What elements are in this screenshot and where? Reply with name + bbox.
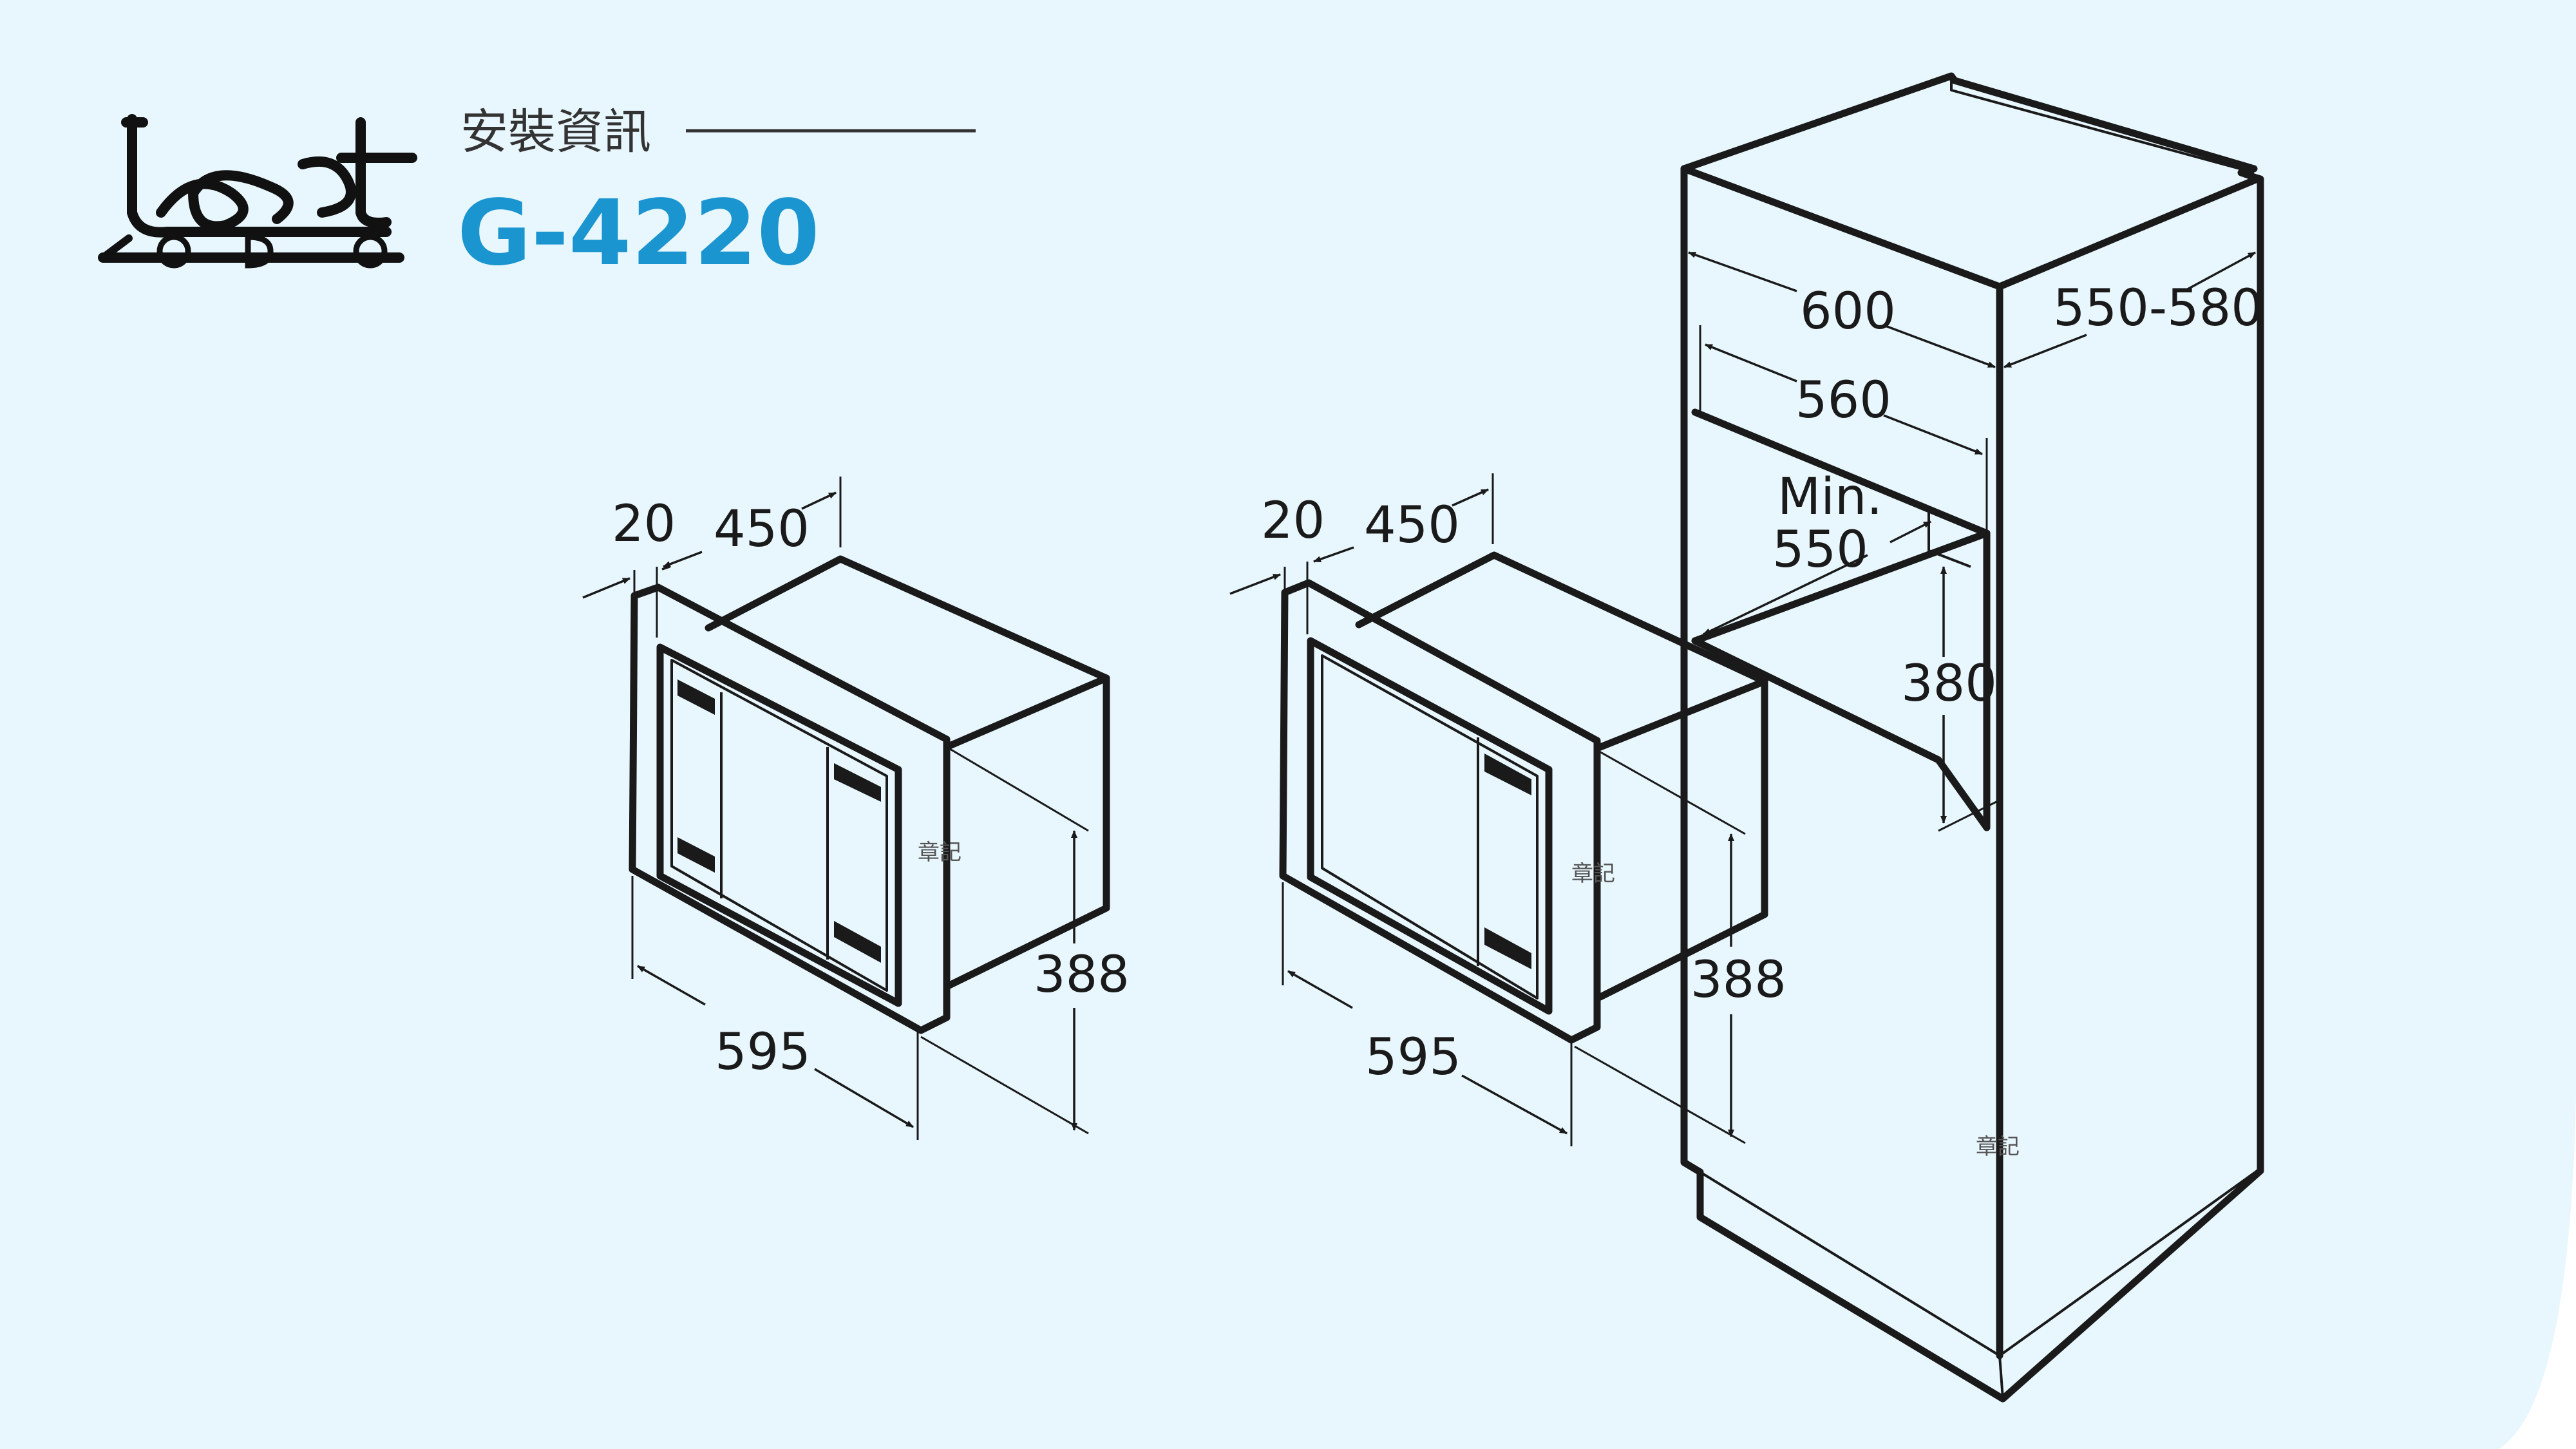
model-number: G-4220 [457,181,820,286]
microwave-left-dim-width: 595 [715,1023,811,1081]
cabinet-plinth-corner [1998,1355,2004,1399]
cabinet-niche-back [1691,529,1991,645]
cabinet-dim-inner-height: 380 [1901,655,1997,713]
microwave-left-dim-front-depth: 20 [612,495,676,553]
microwave-right-vent-2 [1484,927,1531,969]
cabinet-dim-min-depth-label: Min. [1777,468,1882,526]
cabinet-niche-floor [1691,637,1991,831]
microwave-left-body-edge [943,674,1110,751]
microwave-left-vent-3 [834,763,881,802]
section-title: 安裝資訊 [460,104,651,160]
microwave-right: 章記 20 450 388 595 [1229,473,1786,1146]
microwave-right-door-outer [1307,637,1553,1015]
microwave-right-dim-height: 388 [1690,951,1786,1009]
cabinet-stamp: 章記 [1976,1134,2020,1160]
cabinet-dim-outer-width: 600 [1800,283,1896,341]
microwave-right-vent-1 [1484,753,1531,795]
microwave-left-vent-1 [677,679,715,715]
microwave-left-vent-4 [834,921,881,963]
microwave-left-dim-body-depth: 450 [714,500,810,558]
microwave-left: 章記 20 450 388 595 [582,477,1130,1140]
microwave-right-dim-width: 595 [1365,1028,1461,1086]
microwave-left-dim-height: 388 [1034,946,1130,1004]
microwave-left-vent-2 [677,837,715,873]
corner-curve [2499,1095,2576,1449]
microwave-left-stamp: 章記 [918,840,961,866]
gdm-logo-icon [98,114,417,269]
cabinet-dim-outer-depth: 550-580 [2053,279,2263,337]
microwave-right-stamp: 章記 [1571,861,1615,887]
cabinet-dim-min-depth-value: 550 [1772,521,1868,579]
microwave-left-door-outer [656,643,902,1007]
cabinet-dim-inner-width: 560 [1795,372,1891,430]
tall-cabinet: 600 550-580 560 Min. 550 380 章記 [1680,72,2264,1403]
microwave-left-door-inner [670,659,888,992]
microwave-right-door-inner [1321,654,1539,999]
microwave-right-dim-front-depth: 20 [1261,492,1325,550]
microwave-right-dim-body-depth: 450 [1364,497,1460,554]
cabinet-top-back-edge [1950,76,2255,174]
